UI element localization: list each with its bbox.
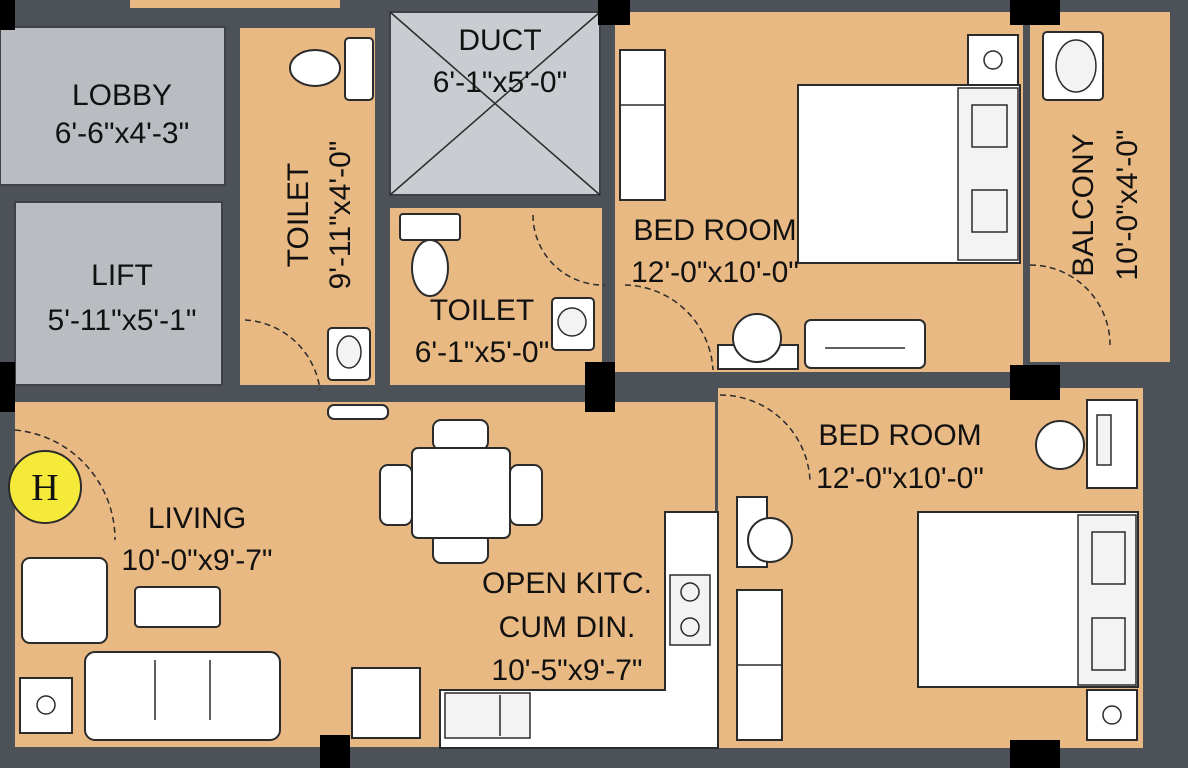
duct-name: DUCT	[458, 24, 541, 57]
study-desk-icon	[1086, 399, 1138, 489]
wc-cistern	[344, 37, 374, 101]
hob-icon	[669, 574, 711, 646]
sofa-icon	[84, 651, 281, 741]
lift-floor	[14, 201, 223, 386]
bedside-lamp-icon	[1086, 689, 1138, 741]
bedroom1-name: BED ROOM	[633, 214, 796, 247]
door-swing	[532, 214, 606, 286]
dining-chair	[432, 419, 489, 451]
hydrant-marker-icon	[8, 450, 82, 524]
column	[1010, 0, 1060, 25]
column	[1010, 365, 1060, 400]
living-size: 10'-0"x9'-7"	[121, 544, 272, 577]
lift-size: 5'-11"x5'-1"	[48, 304, 197, 337]
basin-bowl	[336, 335, 362, 369]
lobby-name: LOBBY	[72, 79, 172, 112]
dining-table-icon	[411, 447, 511, 539]
wc-icon	[289, 49, 341, 87]
center-table-icon	[134, 586, 221, 628]
top-floor-strip	[130, 0, 340, 8]
balcony-name: BALCONY	[1067, 133, 1100, 276]
kitchen-name-line1: OPEN KITC.	[482, 567, 652, 600]
toilet2-size: 6'-1"x5'-0"	[415, 336, 549, 369]
duct-size: 6'-1"x5'-0"	[433, 66, 567, 99]
column	[585, 362, 615, 412]
lobby-floor	[0, 26, 226, 186]
chair-icon	[747, 517, 793, 563]
column	[0, 362, 15, 412]
basin-bowl	[557, 307, 587, 337]
column	[0, 0, 15, 30]
dining-chair	[379, 464, 413, 526]
door-swing	[1029, 264, 1111, 346]
bedside-lamp-icon	[967, 34, 1019, 86]
dining-chair	[509, 464, 543, 526]
lift-name: LIFT	[91, 259, 153, 292]
bedroom1-size: 12'-0"x10'-0"	[631, 256, 799, 289]
sink-icon	[444, 692, 531, 739]
column	[320, 735, 350, 768]
living-name: LIVING	[148, 502, 246, 535]
toilet1-size: 9'-11"x4'-0"	[324, 141, 357, 290]
door-swing	[14, 429, 116, 541]
door-swing	[244, 319, 321, 391]
chair-icon	[1035, 420, 1085, 470]
dressing-table-icon	[804, 319, 926, 369]
column	[1010, 740, 1060, 768]
duct-cross	[389, 11, 601, 196]
toilet1-name: TOILET	[282, 163, 315, 267]
marker-letter: H	[31, 467, 58, 509]
balcony-size: 10'-0"x4'-0"	[1111, 129, 1144, 280]
kitchen-name-line2: CUM DIN.	[499, 611, 636, 644]
column	[598, 0, 630, 25]
kitchen-size: 10'-5"x9'-7"	[491, 654, 642, 687]
bedroom2-name: BED ROOM	[818, 419, 981, 452]
chair-icon	[732, 313, 782, 363]
lobby-size: 6'-6"x4'-3"	[55, 117, 189, 150]
armchair-icon	[21, 557, 108, 644]
lamp-icon	[19, 677, 73, 734]
toilet2-name: TOILET	[430, 294, 534, 327]
bedroom2-size: 12'-0"x10'-0"	[816, 462, 984, 495]
wc-icon	[411, 239, 449, 297]
fridge-icon	[351, 667, 421, 739]
wardrobe-icon	[619, 49, 666, 201]
wc-cistern	[399, 213, 461, 241]
washbasin-icon	[327, 404, 389, 420]
